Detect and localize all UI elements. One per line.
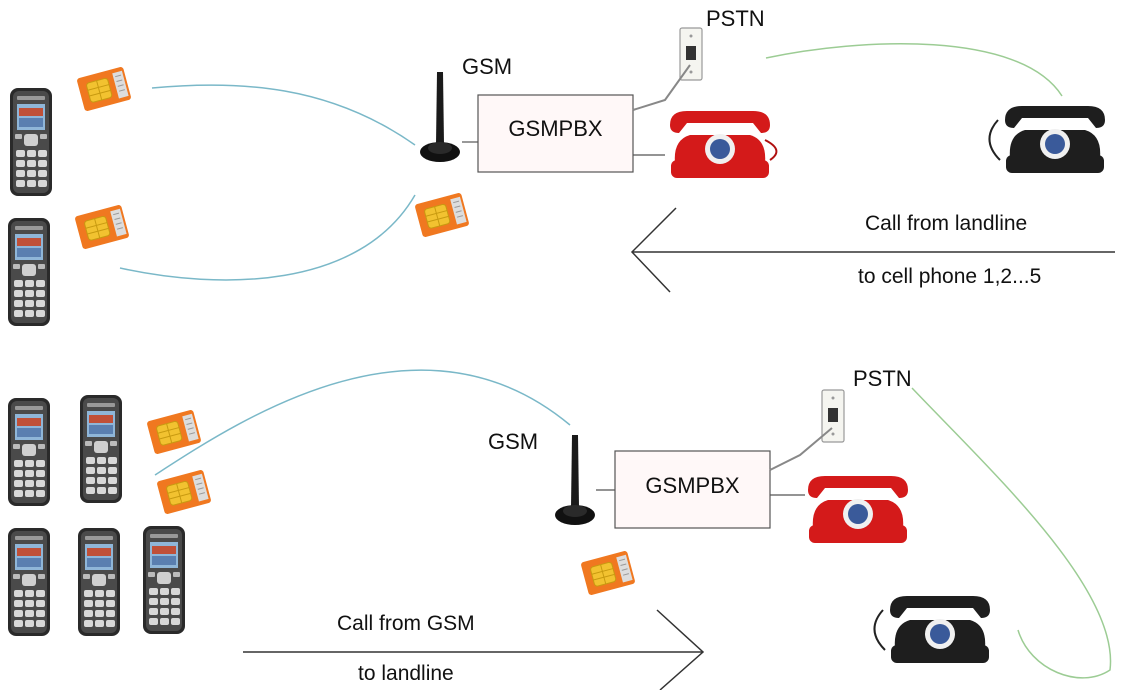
- arrow-caption-line-2: to landline: [358, 662, 454, 685]
- sim-card-icon: [413, 191, 471, 239]
- gsm-label: GSM: [488, 429, 539, 454]
- cord-line: [632, 64, 691, 111]
- sim-card-icon: [75, 65, 133, 113]
- antenna-icon: [555, 435, 595, 525]
- cell-phone-icon: [8, 398, 50, 506]
- black-desk-phone-icon: [890, 596, 990, 663]
- cell-phone-icon: [8, 218, 50, 326]
- sim-card-icon: [579, 549, 637, 597]
- pbx-box: [614, 450, 771, 529]
- landline-link: [765, 42, 1063, 97]
- cord-line: [769, 427, 833, 471]
- sim-card-icon: [73, 203, 131, 251]
- sim-card-icon: [155, 468, 213, 516]
- black-desk-phone-icon: [1005, 106, 1105, 173]
- pstn-label: PSTN: [853, 366, 912, 391]
- wireless-link: [151, 84, 416, 146]
- gsm-label: GSM: [462, 54, 513, 79]
- pstn-label: PSTN: [706, 6, 765, 31]
- wireless-link: [119, 194, 416, 281]
- landline-link: [911, 387, 1112, 679]
- cell-phone-icon: [78, 528, 120, 636]
- pbx-box: [477, 94, 634, 173]
- antenna-icon: [420, 72, 460, 162]
- pbx-label: GSMPBX: [645, 473, 740, 498]
- arrow-caption-line-1: Call from landline: [865, 212, 1028, 235]
- red-desk-phone-icon: [808, 476, 908, 543]
- pbx-label: GSMPBX: [508, 116, 603, 141]
- sim-card-icon: [145, 408, 203, 456]
- direction-arrow-head: [656, 609, 705, 691]
- wireless-link: [154, 369, 571, 476]
- red-desk-phone-icon: [670, 111, 770, 178]
- cell-phone-icon: [10, 88, 52, 196]
- arrow-caption-line-1: Call from GSM: [337, 612, 475, 635]
- wall-jack-icon: [679, 27, 703, 81]
- arrow-caption-line-2: to cell phone 1,2...5: [858, 265, 1042, 288]
- cell-phone-icon: [8, 528, 50, 636]
- direction-arrow-head: [630, 207, 677, 293]
- cell-phone-icon: [143, 526, 185, 634]
- cell-phone-icon: [80, 395, 122, 503]
